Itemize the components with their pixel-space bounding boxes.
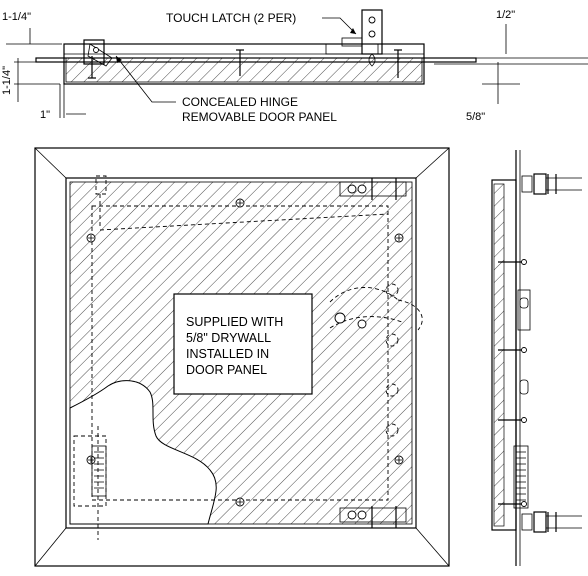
note-line-2: 5/8" DRYWALL — [186, 331, 271, 345]
section-drywall-panel — [65, 57, 423, 83]
note-line-1: SUPPLIED WITH — [186, 315, 283, 329]
section-frame — [63, 43, 425, 85]
outer-flange — [34, 147, 450, 567]
touch-latch-top — [339, 178, 407, 200]
dimension-left-vertical: 1-1/4" — [1, 58, 60, 102]
touch-latch-label: TOUCH LATCH (2 PER) — [166, 11, 296, 25]
dim-1-1-4-label: 1-1/4" — [2, 11, 31, 23]
side-hardware — [513, 289, 531, 509]
section-hinge — [83, 39, 113, 67]
concealed-hinge-label: CONCEALED HINGE — [182, 95, 298, 109]
side-fasteners — [498, 259, 527, 507]
side-elevation — [491, 150, 582, 566]
concealed-hinge-elevation — [73, 175, 107, 540]
section-view: 1-1/4" 1-1/4" 1" 1/2" 5/8" TOUCH LATC — [1, 9, 588, 124]
dimension-bottom-left: 1" — [40, 84, 86, 121]
dim-vertical-label: 1-1/4" — [1, 66, 13, 95]
side-latch-top — [521, 173, 582, 195]
touch-latch-bottom — [339, 506, 407, 528]
right-edge-markers — [385, 283, 399, 437]
concealed-hinge-callout: CONCEALED HINGE REMOVABLE DOOR PANEL — [115, 55, 337, 124]
door-frame — [65, 177, 417, 529]
touch-latch-callout: TOUCH LATCH (2 PER) — [166, 11, 357, 35]
note-line-4: DOOR PANEL — [186, 363, 267, 377]
front-elevation: SUPPLIED WITH 5/8" DRYWALL INSTALLED IN … — [34, 147, 450, 567]
dim-1-label: 1" — [40, 109, 50, 121]
dimension-top-right: 1/2" — [434, 9, 588, 65]
dim-5-8-label: 5/8" — [466, 111, 485, 123]
note-box — [173, 293, 313, 395]
side-latch-bottom — [521, 511, 582, 533]
latch-swing-detail — [329, 287, 423, 331]
dimension-bottom-right: 5/8" — [466, 62, 520, 123]
section-fasteners — [88, 49, 402, 79]
section-touch-latch — [325, 9, 383, 67]
dimension-top-left: 1-1/4" — [2, 11, 62, 45]
dim-1-2-label: 1/2" — [496, 9, 515, 21]
drywall-note: SUPPLIED WITH 5/8" DRYWALL INSTALLED IN … — [173, 293, 313, 395]
removable-panel-label: REMOVABLE DOOR PANEL — [182, 110, 337, 124]
note-line-3: INSTALLED IN — [186, 347, 269, 361]
panel-screws — [86, 198, 404, 507]
